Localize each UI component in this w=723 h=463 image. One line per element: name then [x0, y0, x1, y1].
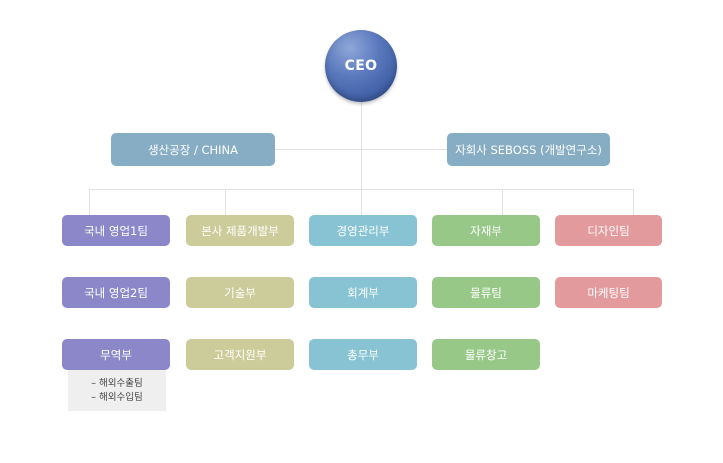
dept-logistics: 물류팀 — [432, 277, 540, 308]
dept-label: 회계부 — [347, 285, 379, 300]
dept-label: 기술부 — [224, 285, 256, 300]
affiliate-seboss: 자회사 SEBOSS (개발연구소) — [447, 133, 610, 166]
dept-customer-support: 고객지원부 — [186, 339, 294, 370]
dept-marketing: 마케팅팀 — [555, 277, 662, 308]
dept-label: 총무부 — [347, 347, 379, 362]
dept-label: 물류창고 — [464, 347, 508, 362]
trade-subteams: – 해외수출팀 – 해외수입팀 — [68, 370, 166, 411]
ceo-node: CEO — [325, 30, 397, 102]
drop-line-col5 — [633, 189, 634, 215]
ceo-trunk-line — [361, 102, 362, 216]
subteam-import: – 해외수입팀 — [91, 391, 143, 403]
drop-line-col4 — [502, 189, 503, 215]
dept-label: 경영관리부 — [336, 223, 390, 238]
dept-label: 국내 영업2팀 — [84, 285, 148, 300]
affiliate-china-factory: 생산공장 / CHINA — [111, 133, 275, 166]
affiliate-label: 자회사 SEBOSS (개발연구소) — [455, 142, 602, 157]
affiliate-branch-line — [275, 149, 447, 150]
dept-product-development: 본사 제품개발부 — [186, 215, 294, 246]
dept-label: 자재부 — [470, 223, 502, 238]
dept-materials: 자재부 — [432, 215, 540, 246]
dept-domestic-sales-1: 국내 영업1팀 — [62, 215, 170, 246]
ceo-label: CEO — [344, 58, 378, 74]
dept-technology: 기술부 — [186, 277, 294, 308]
dept-accounting: 회계부 — [309, 277, 417, 308]
dept-label: 물류팀 — [470, 285, 502, 300]
drop-line-col1 — [89, 189, 90, 215]
dept-domestic-sales-2: 국내 영업2팀 — [62, 277, 170, 308]
affiliate-label: 생산공장 / CHINA — [147, 142, 239, 157]
dept-label: 디자인팀 — [587, 223, 630, 238]
drop-line-col2 — [225, 189, 226, 215]
dept-trade: 무역부 — [62, 339, 170, 370]
dept-label: 본사 제품개발부 — [201, 223, 279, 238]
dept-label: 국내 영업1팀 — [84, 223, 148, 238]
dept-label: 마케팅팀 — [587, 285, 630, 300]
dept-logistics-warehouse: 물류창고 — [432, 339, 540, 370]
department-branch-line — [89, 189, 634, 190]
subteam-export: – 해외수출팀 — [91, 377, 143, 389]
dept-design: 디자인팀 — [555, 215, 662, 246]
dept-general-affairs: 총무부 — [309, 339, 417, 370]
dept-label: 무역부 — [100, 347, 132, 362]
dept-label: 고객지원부 — [213, 347, 267, 362]
dept-management: 경영관리부 — [309, 215, 417, 246]
